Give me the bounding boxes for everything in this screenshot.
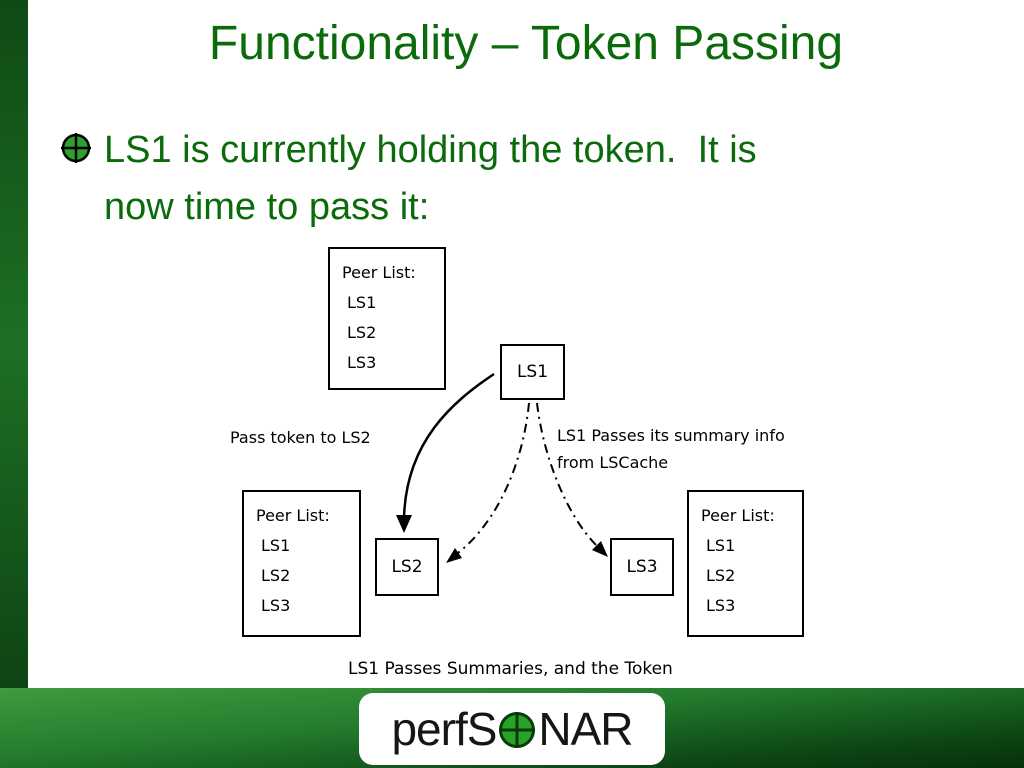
logo-text-suffix: NAR	[538, 703, 633, 755]
peer-list-item: LS3	[347, 353, 377, 372]
target-icon-svg	[499, 712, 536, 748]
target-bullet-svg	[61, 133, 91, 163]
bullet-line-1: LS1 is currently holding the token. It i…	[104, 129, 757, 171]
peer-list-item: LS1	[347, 293, 377, 312]
node-ls3: LS3	[610, 538, 674, 596]
solid-arrowhead-ls2	[396, 515, 412, 533]
peer-list-bottom-right: Peer List: LS1 LS2 LS3	[687, 490, 804, 637]
solid-arrow-ls1-to-ls2	[402, 372, 495, 519]
bullet-text: LS1 is currently holding the token. It i…	[104, 122, 757, 236]
peer-list-item: LS1	[261, 536, 291, 555]
dashdot-arrowhead-ls2	[446, 548, 462, 563]
footer-banner: perfS NAR	[0, 688, 1024, 768]
label-summary-line-2: from LSCache	[557, 453, 669, 472]
label-summary-line-1: LS1 Passes its summary info	[557, 426, 785, 445]
perfsonar-target-icon	[497, 710, 537, 750]
peer-list-item: LS2	[261, 566, 291, 585]
peer-list-title: Peer List:	[256, 506, 330, 525]
peer-list-item: LS2	[706, 566, 736, 585]
peer-list-bottom-left: Peer List: LS1 LS2 LS3	[242, 490, 361, 637]
diagram-caption: LS1 Passes Summaries, and the Token	[348, 659, 673, 679]
node-ls1: LS1	[500, 344, 565, 400]
logo-text-prefix: perfS	[391, 703, 497, 755]
peer-list-item: LS2	[347, 323, 377, 342]
bullet-row: LS1 is currently holding the token. It i…	[60, 122, 757, 236]
peer-list-item: LS1	[706, 536, 736, 555]
page-title: Functionality – Token Passing	[208, 17, 844, 70]
target-bullet-icon	[60, 132, 92, 164]
peer-list-title: Peer List:	[701, 506, 775, 525]
peer-list-item: LS3	[706, 596, 736, 615]
peer-list-title: Peer List:	[342, 263, 416, 282]
dashdot-arrow-ls1-to-ls2	[457, 402, 530, 554]
left-green-bar	[0, 0, 28, 768]
perfsonar-logo: perfS NAR	[359, 693, 665, 765]
peer-list-item: LS3	[261, 596, 291, 615]
node-ls2: LS2	[375, 538, 439, 596]
label-summary-info: LS1 Passes its summary info from LSCache	[557, 422, 785, 476]
peer-list-top: Peer List: LS1 LS2 LS3	[328, 247, 446, 390]
dashdot-arrowhead-ls3	[592, 541, 608, 557]
bullet-line-2: now time to pass it:	[104, 186, 430, 228]
label-pass-token: Pass token to LS2	[230, 428, 371, 447]
